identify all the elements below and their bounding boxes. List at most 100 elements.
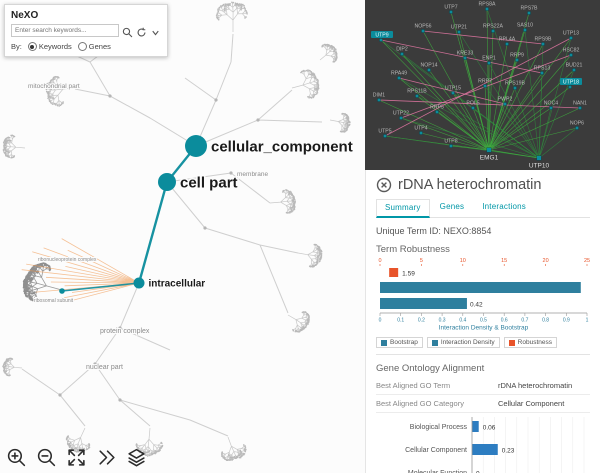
tab-genes[interactable]: Genes bbox=[439, 202, 465, 211]
search-mode-options: By: Keywords Genes bbox=[11, 42, 161, 51]
view-toolbar bbox=[6, 447, 147, 468]
svg-text:KRE33: KRE33 bbox=[457, 51, 474, 57]
svg-text:membrane: membrane bbox=[237, 171, 268, 178]
svg-text:cellular_component: cellular_component bbox=[211, 138, 353, 155]
svg-text:DIM1: DIM1 bbox=[373, 93, 386, 99]
go-category-value: Cellular Component bbox=[498, 399, 565, 408]
unique-term-id: Unique Term ID: NEXO:8854 bbox=[376, 226, 590, 236]
search-panel: NeXO By: Keywords bbox=[4, 4, 168, 57]
radio-keywords-control[interactable] bbox=[27, 42, 37, 51]
go-term-value: rDNA heterochromatin bbox=[498, 381, 573, 390]
search-input[interactable] bbox=[11, 24, 119, 37]
svg-text:0.3: 0.3 bbox=[439, 318, 446, 324]
reset-icon[interactable] bbox=[136, 25, 147, 37]
svg-text:BUD21: BUD21 bbox=[566, 63, 583, 69]
svg-text:UTP8: UTP8 bbox=[444, 139, 457, 145]
search-icon[interactable] bbox=[122, 25, 133, 38]
expand-levels-icon[interactable] bbox=[96, 447, 117, 468]
radio-genes[interactable]: Genes bbox=[77, 42, 111, 51]
svg-text:RRP5: RRP5 bbox=[430, 105, 444, 111]
unique-term-id-value: NEXO:8854 bbox=[443, 226, 492, 236]
go-alignment-section-title: Gene Ontology Alignment bbox=[376, 363, 485, 374]
chevron-down-icon[interactable] bbox=[150, 25, 161, 36]
svg-text:RPS7B: RPS7B bbox=[520, 6, 538, 12]
go-term-label: Best Aligned GO Term bbox=[376, 381, 451, 390]
svg-text:RPS8A: RPS8A bbox=[478, 2, 496, 8]
svg-text:UTP18: UTP18 bbox=[563, 80, 579, 86]
svg-text:Biological Process: Biological Process bbox=[410, 424, 468, 431]
svg-text:0.42: 0.42 bbox=[470, 302, 483, 309]
svg-text:0.6: 0.6 bbox=[501, 318, 508, 324]
svg-text:DIP2: DIP2 bbox=[396, 47, 408, 53]
svg-text:UTP22: UTP22 bbox=[393, 111, 409, 117]
svg-text:15: 15 bbox=[501, 258, 507, 264]
svg-text:Molecular Function: Molecular Function bbox=[408, 470, 467, 473]
robustness-legend: Bootstrap Interaction Density Robustness bbox=[376, 337, 590, 348]
unique-term-id-label: Unique Term ID: bbox=[376, 226, 441, 236]
svg-text:Interaction Density & Bootstra: Interaction Density & Bootstrap bbox=[439, 325, 529, 332]
svg-text:RPL4A: RPL4A bbox=[499, 37, 516, 43]
zoom-in-icon[interactable] bbox=[6, 447, 27, 468]
term-title: rDNA heterochromatin bbox=[398, 177, 542, 193]
svg-text:0.9: 0.9 bbox=[563, 318, 570, 324]
section-divider bbox=[376, 354, 590, 355]
svg-text:UTP10: UTP10 bbox=[529, 163, 550, 170]
svg-text:cell part: cell part bbox=[180, 174, 238, 191]
svg-text:0.1: 0.1 bbox=[397, 318, 404, 324]
svg-text:10: 10 bbox=[460, 258, 466, 264]
svg-text:0.7: 0.7 bbox=[521, 318, 528, 324]
svg-text:NOP6: NOP6 bbox=[570, 121, 584, 127]
go-category-label: Best Aligned GO Category bbox=[376, 399, 464, 408]
svg-text:RPS11B: RPS11B bbox=[407, 89, 427, 95]
svg-text:UTP4: UTP4 bbox=[414, 126, 427, 132]
svg-text:UTP9: UTP9 bbox=[375, 33, 388, 39]
svg-text:mitochondrial part: mitochondrial part bbox=[28, 83, 80, 90]
svg-text:ENP1: ENP1 bbox=[482, 56, 496, 62]
svg-text:UTP15: UTP15 bbox=[445, 86, 461, 92]
table-row: Best Aligned GO Category Cellular Compon… bbox=[376, 395, 590, 413]
detail-tabs: Summary Genes Interactions bbox=[376, 199, 590, 218]
svg-text:nuclear part: nuclear part bbox=[86, 364, 123, 371]
svg-text:UTP5: UTP5 bbox=[378, 129, 391, 135]
fit-to-screen-icon[interactable] bbox=[66, 447, 87, 468]
zoom-out-icon[interactable] bbox=[36, 447, 57, 468]
legend-bootstrap: Bootstrap bbox=[376, 337, 423, 348]
svg-text:ribonucleoprotein complex: ribonucleoprotein complex bbox=[38, 257, 97, 263]
svg-text:0.5: 0.5 bbox=[480, 318, 487, 324]
robustness-section-title: Term Robustness bbox=[376, 244, 450, 255]
tab-interactions[interactable]: Interactions bbox=[482, 202, 526, 211]
svg-text:1: 1 bbox=[586, 318, 589, 324]
svg-text:0.2: 0.2 bbox=[418, 318, 425, 324]
svg-text:RPS13: RPS13 bbox=[534, 66, 551, 72]
radio-keywords[interactable]: Keywords bbox=[27, 42, 72, 51]
svg-text:EMG1: EMG1 bbox=[480, 155, 499, 162]
svg-text:0.4: 0.4 bbox=[459, 318, 466, 324]
svg-text:0: 0 bbox=[476, 471, 480, 473]
close-icon[interactable] bbox=[376, 177, 392, 193]
svg-text:UTP21: UTP21 bbox=[451, 25, 467, 31]
svg-text:25: 25 bbox=[584, 258, 590, 264]
svg-text:RRP9: RRP9 bbox=[510, 53, 524, 59]
svg-text:0.23: 0.23 bbox=[502, 448, 515, 455]
tab-summary[interactable]: Summary bbox=[376, 199, 430, 218]
legend-robustness: Robustness bbox=[503, 337, 557, 348]
radio-genes-label: Genes bbox=[88, 42, 111, 51]
svg-text:protein complex: protein complex bbox=[100, 328, 150, 335]
svg-text:0.06: 0.06 bbox=[483, 425, 496, 432]
layers-icon[interactable] bbox=[126, 447, 147, 468]
svg-text:Cellular Component: Cellular Component bbox=[405, 447, 467, 454]
legend-robustness-label: Robustness bbox=[517, 339, 552, 346]
svg-text:PWP2: PWP2 bbox=[498, 97, 513, 103]
svg-text:NAN1: NAN1 bbox=[573, 101, 587, 107]
radio-genes-control[interactable] bbox=[77, 42, 87, 51]
svg-text:HSC82: HSC82 bbox=[563, 48, 580, 54]
svg-text:RRP7: RRP7 bbox=[478, 79, 492, 85]
legend-robustness-swatch bbox=[508, 339, 515, 346]
svg-text:UTP13: UTP13 bbox=[563, 31, 579, 37]
